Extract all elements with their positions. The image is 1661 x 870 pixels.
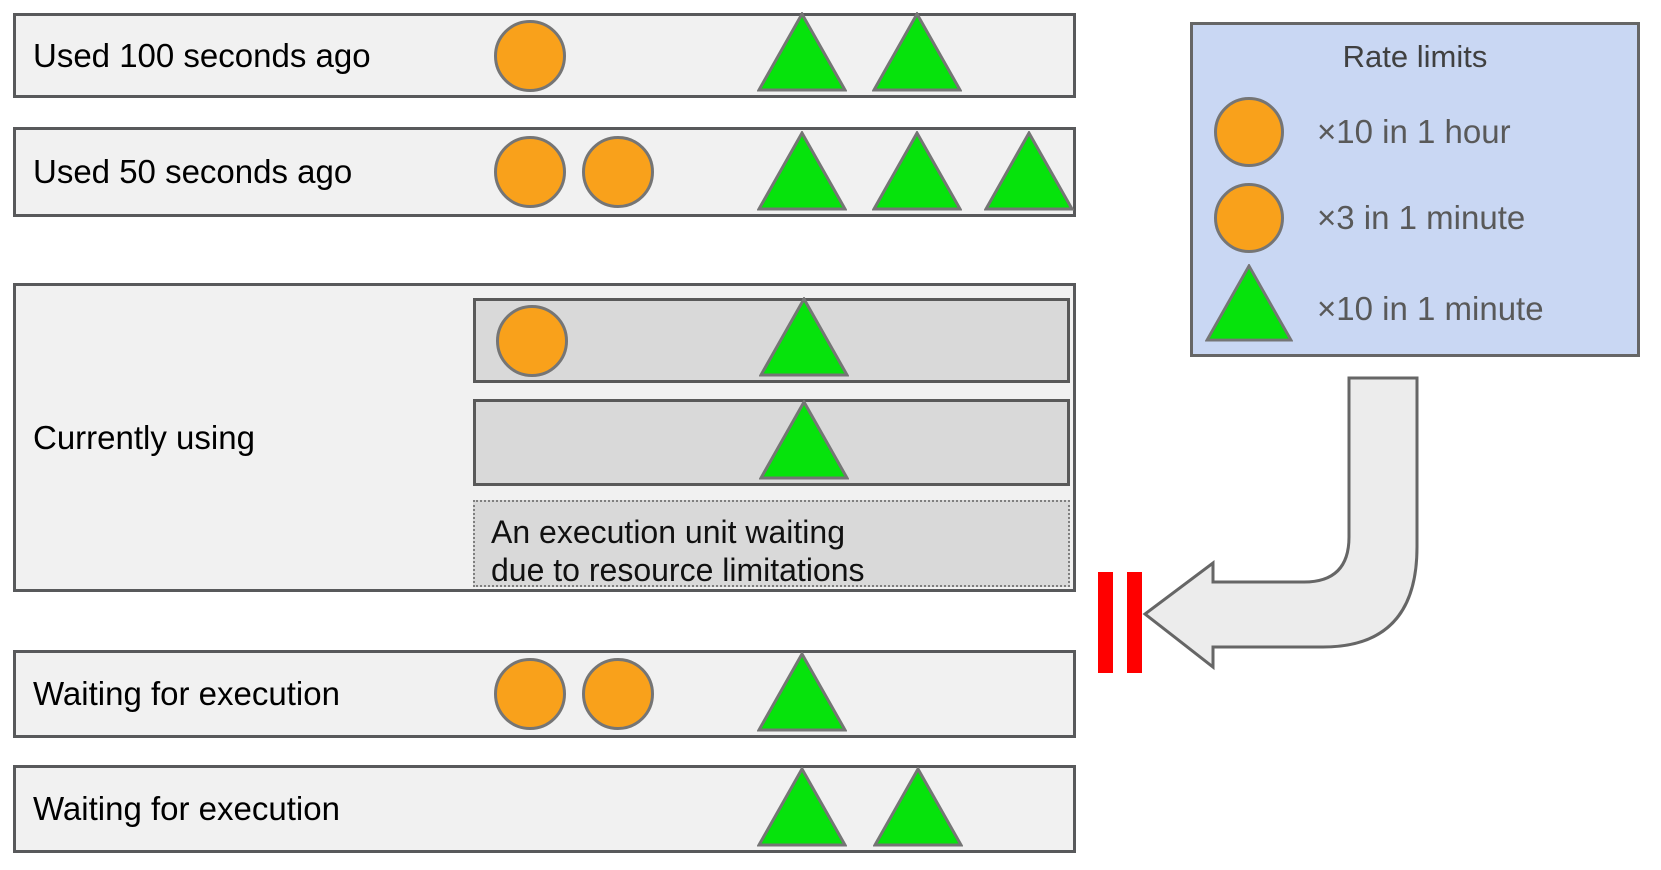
queue-row-waiting-2: Waiting for execution	[13, 765, 1076, 853]
resource-circle-icon	[494, 658, 566, 730]
resource-triangle-icon	[757, 12, 847, 92]
resource-circle-icon	[582, 136, 654, 208]
resource-circle-icon	[494, 19, 566, 92]
resource-triangle-icon	[759, 400, 849, 480]
queue-row-waiting-1: Waiting for execution	[13, 650, 1076, 738]
orange-circle-glyph	[1214, 97, 1284, 167]
rate-limit-label: ×3 in 1 minute	[1317, 199, 1526, 236]
resource-circle-icon	[582, 658, 654, 730]
rate-limit-label: ×10 in 1 minute	[1317, 290, 1544, 327]
rate-limit-row: ×10 in 1 minute	[1193, 261, 1637, 354]
resource-circle-icon	[494, 136, 566, 208]
execution-unit-1	[473, 297, 1070, 383]
resource-triangle-icon	[757, 131, 847, 211]
pending-unit-note-line1: An execution unit waiting	[491, 514, 845, 550]
row-label: Currently using	[33, 418, 255, 456]
rate-limit-row: ×10 in 1 hour	[1193, 89, 1637, 175]
resource-triangle-icon	[872, 12, 962, 92]
queue-row-used-50s: Used 50 seconds ago	[13, 127, 1076, 217]
blocked-pause-bar-right	[1127, 572, 1142, 673]
resource-triangle-icon	[757, 652, 847, 732]
orange-circle-icon	[1205, 97, 1293, 167]
rate-limits-title: Rate limits	[1342, 39, 1488, 74]
row-label: Waiting for execution	[33, 790, 340, 827]
pending-execution-unit: An execution unit waiting due to resourc…	[473, 500, 1070, 589]
green-triangle-icon	[1205, 264, 1293, 354]
queue-row-used-100s: Used 100 seconds ago	[13, 12, 1076, 98]
resource-circle-icon	[496, 304, 568, 377]
resource-triangle-icon	[984, 131, 1074, 211]
row-label: Used 100 seconds ago	[33, 36, 371, 74]
execution-unit-2	[473, 399, 1070, 486]
row-label: Used 50 seconds ago	[33, 153, 353, 190]
pending-unit-note-line2: due to resource limitations	[491, 552, 865, 588]
orange-circle-glyph	[1214, 183, 1284, 253]
resource-triangle-icon	[873, 767, 963, 847]
rate-limit-label: ×10 in 1 hour	[1317, 113, 1511, 150]
currently-using-box: Currently using An execution unit waitin…	[13, 283, 1076, 592]
pending-unit-note: An execution unit waiting due to resourc…	[475, 502, 1068, 589]
rate-limit-row: ×3 in 1 minute	[1193, 175, 1637, 261]
resource-triangle-icon	[759, 297, 849, 377]
green-triangle-glyph	[1205, 264, 1293, 342]
resource-triangle-icon	[872, 131, 962, 211]
resource-triangle-icon	[757, 767, 847, 847]
rate-limits-panel: Rate limits ×10 in 1 hour ×3 in 1 minute…	[1190, 22, 1640, 357]
blocked-pause-bar-left	[1098, 572, 1113, 673]
row-label: Waiting for execution	[33, 675, 340, 712]
orange-circle-icon	[1205, 183, 1293, 253]
